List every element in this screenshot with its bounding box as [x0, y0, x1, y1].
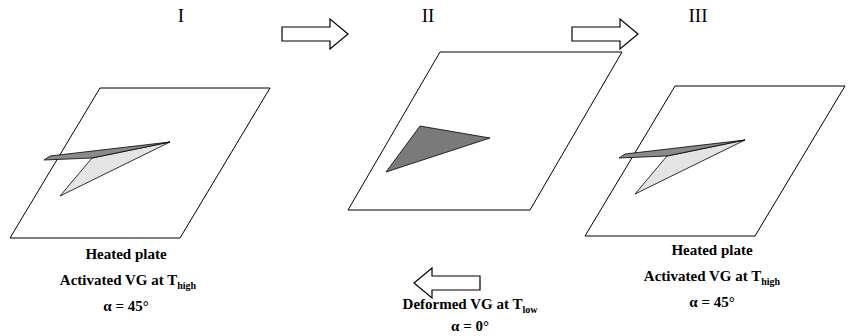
hollow-arrow: [572, 19, 638, 49]
hollow-arrow: [282, 19, 348, 49]
deformed-vortex-generator: [386, 126, 490, 172]
caption-text: α = 45°: [689, 294, 734, 311]
step-number: II: [422, 6, 435, 27]
caption-text: Heated plate: [671, 242, 752, 259]
step-number: I: [178, 6, 184, 27]
caption-text: α = 0°: [451, 318, 489, 335]
caption-text: Heated plate: [85, 246, 166, 263]
vortex-generator-edge: [619, 140, 745, 158]
caption-text: α = 45°: [103, 298, 148, 315]
step-number: III: [689, 6, 708, 27]
vortex-generator-edge: [44, 142, 170, 160]
plate: [348, 52, 622, 210]
caption-text: Deformed VG at Tlow: [403, 296, 538, 315]
hollow-arrow: [414, 268, 480, 298]
heated-plate: [585, 86, 845, 236]
caption-text: Activated VG at Thigh: [644, 268, 780, 287]
caption-text: Activated VG at Thigh: [60, 272, 196, 291]
heated-plate: [10, 88, 270, 238]
